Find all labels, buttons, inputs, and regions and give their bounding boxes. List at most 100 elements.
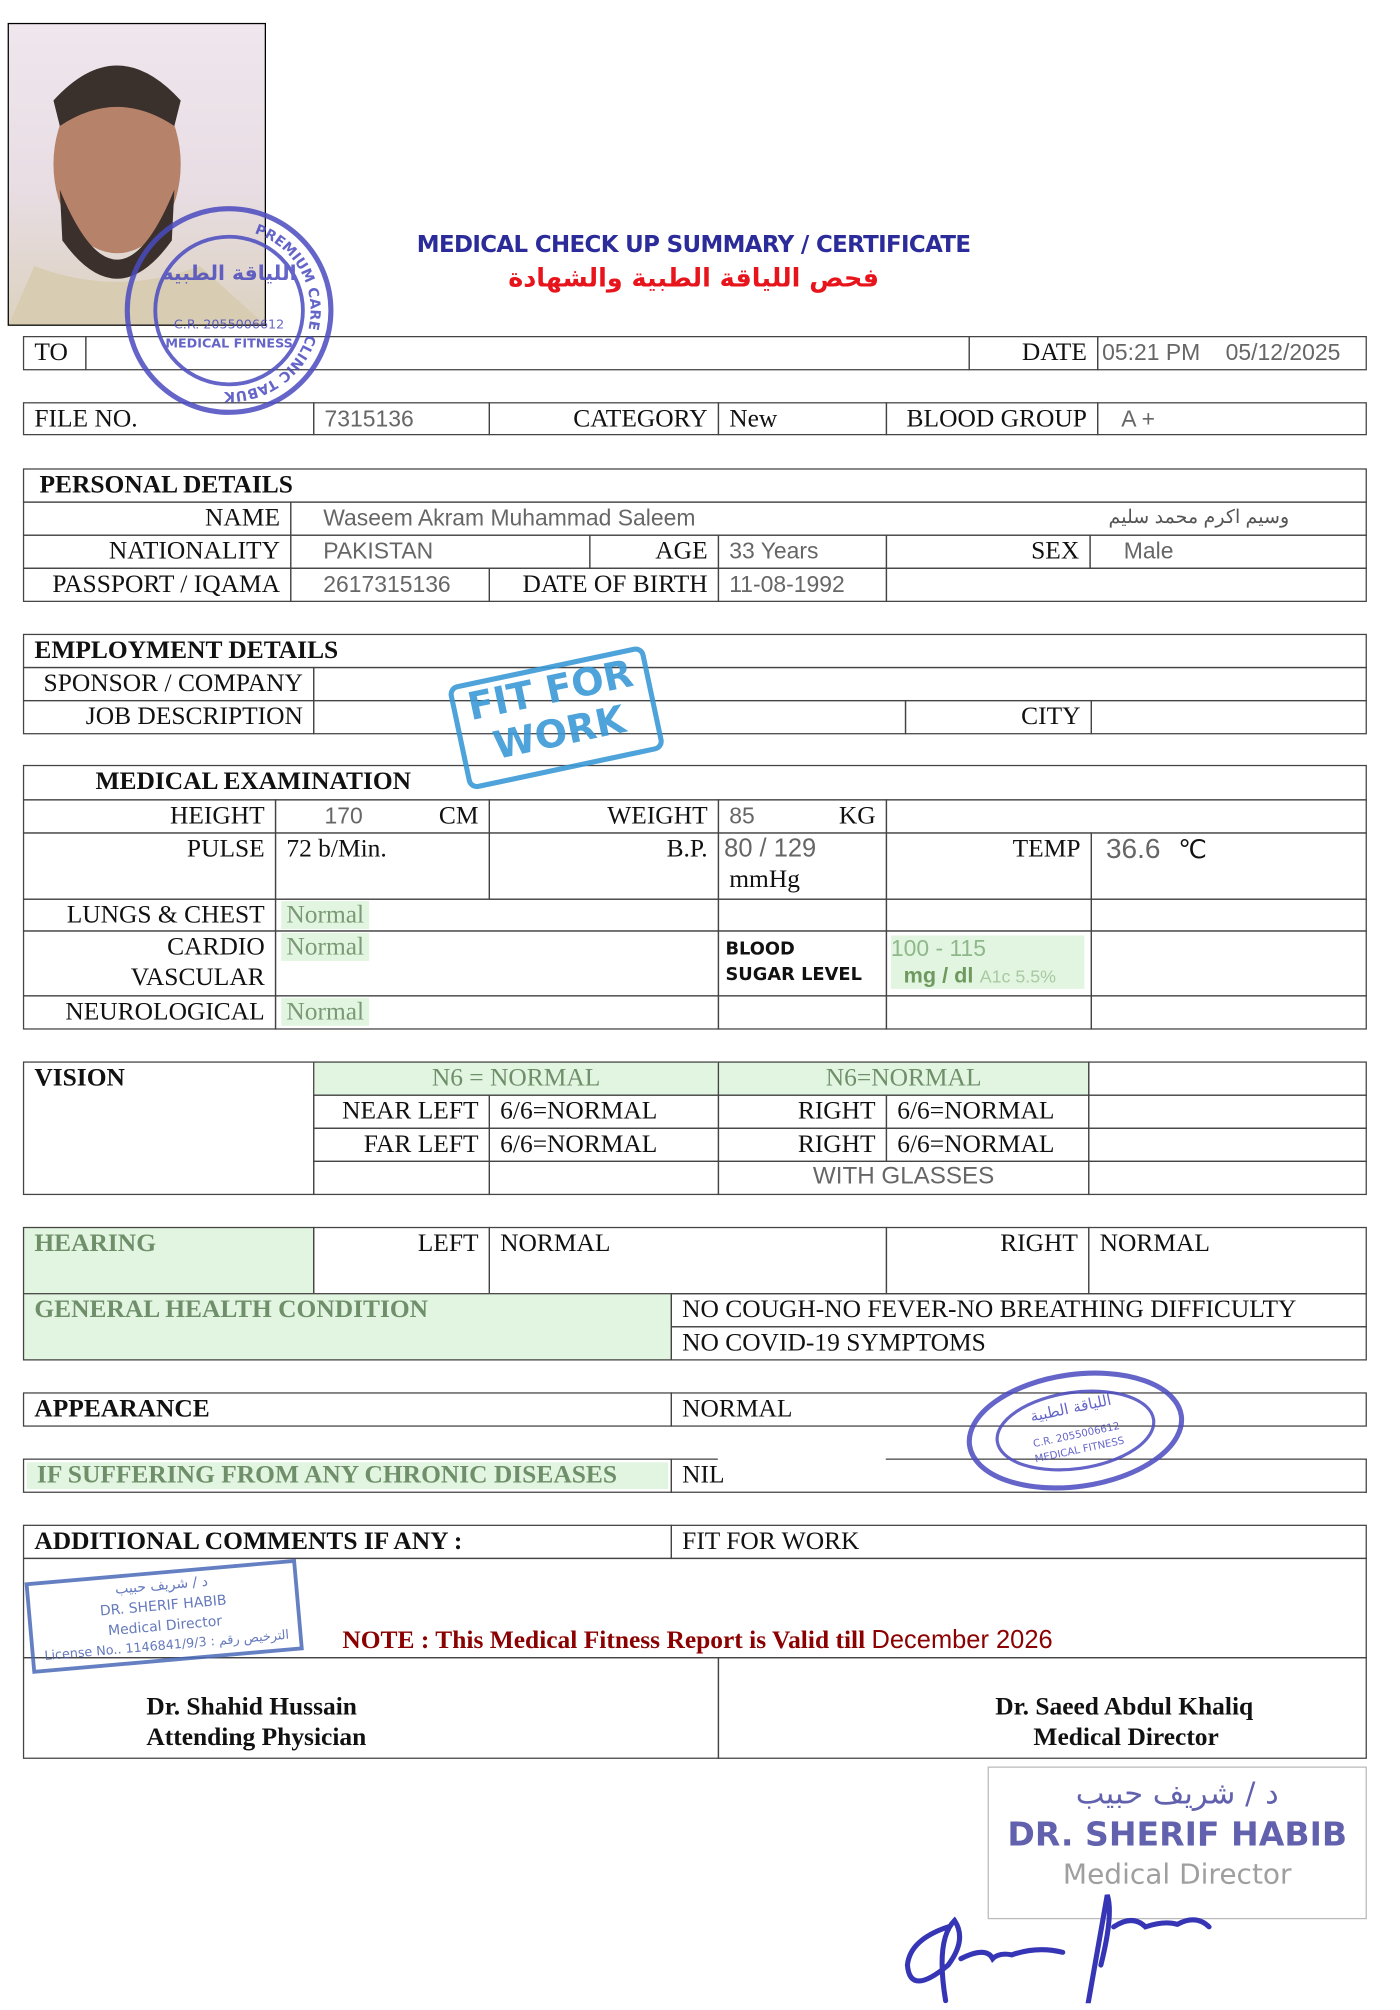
- appearance-label: APPEARANCE: [22, 1392, 672, 1427]
- chronic-label-text: IF SUFFERING FROM ANY CHRONIC DISEASES: [26, 1462, 669, 1490]
- chronic-top-line-right: [885, 1458, 1367, 1460]
- sponsor-label: SPONSOR / COMPANY: [22, 666, 315, 702]
- lungs-cell-2: [717, 898, 888, 932]
- age-value: 33 Years: [717, 534, 888, 569]
- age-label: AGE: [589, 534, 720, 569]
- medical-examination-heading: MEDICAL EXAMINATION: [22, 764, 1367, 801]
- weight-label: WEIGHT: [488, 799, 720, 834]
- bp-label: B.P.: [488, 832, 720, 900]
- lungs-label: LUNGS & CHEST: [22, 898, 277, 932]
- category-label: CATEGORY: [488, 402, 720, 436]
- clinic-stamp-ar: اللياقة الطبية: [162, 261, 297, 285]
- neuro-value: Normal: [274, 995, 720, 1030]
- hearing-heading: HEARING: [22, 1226, 315, 1295]
- height-label: HEIGHT: [22, 799, 277, 834]
- temp-unit: ℃: [1178, 836, 1207, 865]
- temp-number: 36.6: [1105, 832, 1161, 865]
- vision-heading: VISION: [22, 1061, 315, 1196]
- blood-group-value: A +: [1097, 402, 1367, 436]
- doctor-stamp-right: د / شريف حبيب DR. SHERIF HABIB Medical D…: [987, 1766, 1367, 1920]
- vision-cell-empty-4: [313, 1160, 490, 1196]
- weight-unit: KG: [838, 801, 876, 830]
- doctor-stamp-right-title: Medical Director: [1062, 1859, 1292, 1892]
- sex-label: SEX: [885, 534, 1091, 569]
- with-glasses: WITH GLASSES: [717, 1160, 1090, 1196]
- dob-value: 11-08-1992: [717, 567, 888, 602]
- sugar-label-line1: BLOOD: [725, 939, 795, 960]
- hearing-right-label: RIGHT: [885, 1226, 1090, 1295]
- sex-value: Male: [1089, 534, 1367, 569]
- title-en: MEDICAL CHECK UP SUMMARY / CERTIFICATE: [416, 231, 971, 259]
- far-right-label: RIGHT: [717, 1127, 888, 1162]
- physician-title: Attending Physician: [146, 1723, 367, 1752]
- blood-group-label: BLOOD GROUP: [885, 402, 1099, 436]
- near-right-value: 6/6=NORMAL: [885, 1094, 1090, 1129]
- city-value: [1090, 699, 1367, 735]
- sugar-label-line2: SUGAR LEVEL: [725, 964, 862, 986]
- passport-label: PASSPORT / IQAMA: [22, 567, 292, 602]
- pulse-value: 72 b/Min.: [274, 832, 490, 900]
- name-en: Waseem Akram Muhammad Saleem: [323, 505, 696, 531]
- director-name: Dr. Saeed Abdul Khaliq: [995, 1692, 1254, 1721]
- city-label: CITY: [904, 699, 1092, 735]
- applicant-photo: [7, 22, 266, 326]
- hearing-right-value: NORMAL: [1088, 1226, 1367, 1295]
- far-left-value: 6/6=NORMAL: [488, 1127, 720, 1162]
- neuro-cell-4: [1090, 995, 1367, 1030]
- neuro-normal: Normal: [281, 997, 370, 1026]
- vision-cell-empty-3: [1088, 1127, 1367, 1162]
- file-no-value: 7315136: [313, 402, 490, 436]
- director-signature: [897, 1889, 1215, 2006]
- sugar-unit: mg / dl: [903, 963, 974, 988]
- n6-left: N6 = NORMAL: [313, 1061, 720, 1096]
- cardio-value: Normal: [274, 930, 720, 997]
- title-ar: فحص اللياقة الطبية والشهادة: [508, 262, 880, 293]
- clinic-stamp-bottom-ar: اللياقة الطبية: [1029, 1391, 1113, 1426]
- appearance-value: NORMAL: [670, 1392, 1367, 1427]
- cardio-label-line2: VASCULAR: [130, 963, 265, 992]
- near-left-value: 6/6=NORMAL: [488, 1094, 720, 1129]
- comments-value: FIT FOR WORK: [670, 1524, 1367, 1560]
- sugar-range: 100 - 115: [890, 935, 987, 961]
- note-box: NOTE : This Medical Fitness Report is Va…: [22, 1557, 1367, 1659]
- vision-cell-empty-5: [488, 1160, 720, 1196]
- name-ar: وسيم اكرم محمد سليم: [1108, 506, 1290, 529]
- chronic-top-line-left: [670, 1458, 718, 1460]
- general-health-heading: GENERAL HEALTH CONDITION: [22, 1293, 672, 1361]
- far-right-value: 6/6=NORMAL: [885, 1127, 1090, 1162]
- clinic-stamp-bottom: اللياقة الطبية C.R. 2055006612 MEDICAL F…: [963, 1369, 1187, 1491]
- clinic-stamp-top: اللياقة الطبية C.R. 2055006612 MEDICAL F…: [122, 204, 336, 418]
- nationality-label: NATIONALITY: [22, 534, 292, 569]
- physician-name: Dr. Shahid Hussain: [146, 1692, 357, 1721]
- employment-details-heading: EMPLOYMENT DETAILS: [22, 633, 1367, 669]
- job-description-label: JOB DESCRIPTION: [22, 699, 315, 735]
- bp-unit: mmHg: [729, 865, 800, 894]
- chronic-value: NIL: [670, 1458, 1367, 1493]
- to-label: TO: [22, 335, 87, 371]
- general-health-line2: NO COVID-19 SYMPTOMS: [670, 1326, 1367, 1361]
- neuro-cell-2: [717, 995, 888, 1030]
- clinic-stamp-fitness: MEDICAL FITNESS: [165, 335, 293, 350]
- lungs-cell-4: [1090, 898, 1367, 932]
- bp-number: 80 / 129: [724, 834, 817, 863]
- dob-label: DATE OF BIRTH: [488, 567, 720, 602]
- passport-value: 2617315136: [290, 567, 490, 602]
- note-text: NOTE : This Medical Fitness Report is Va…: [342, 1626, 872, 1655]
- director-title: Medical Director: [1033, 1723, 1219, 1752]
- comments-label: ADDITIONAL COMMENTS IF ANY :: [22, 1524, 672, 1560]
- height-row-empty: [885, 799, 1367, 834]
- vision-cell-empty-2: [1088, 1094, 1367, 1129]
- date-label: DATE: [968, 335, 1099, 371]
- far-left-label: FAR LEFT: [313, 1127, 490, 1162]
- hearing-left-label: LEFT: [313, 1226, 490, 1295]
- chronic-label: IF SUFFERING FROM ANY CHRONIC DISEASES: [22, 1458, 672, 1493]
- note-date: December 2026: [871, 1626, 1053, 1655]
- vision-cell-empty-6: [1088, 1160, 1367, 1196]
- n6-right: N6=NORMAL: [717, 1061, 1090, 1096]
